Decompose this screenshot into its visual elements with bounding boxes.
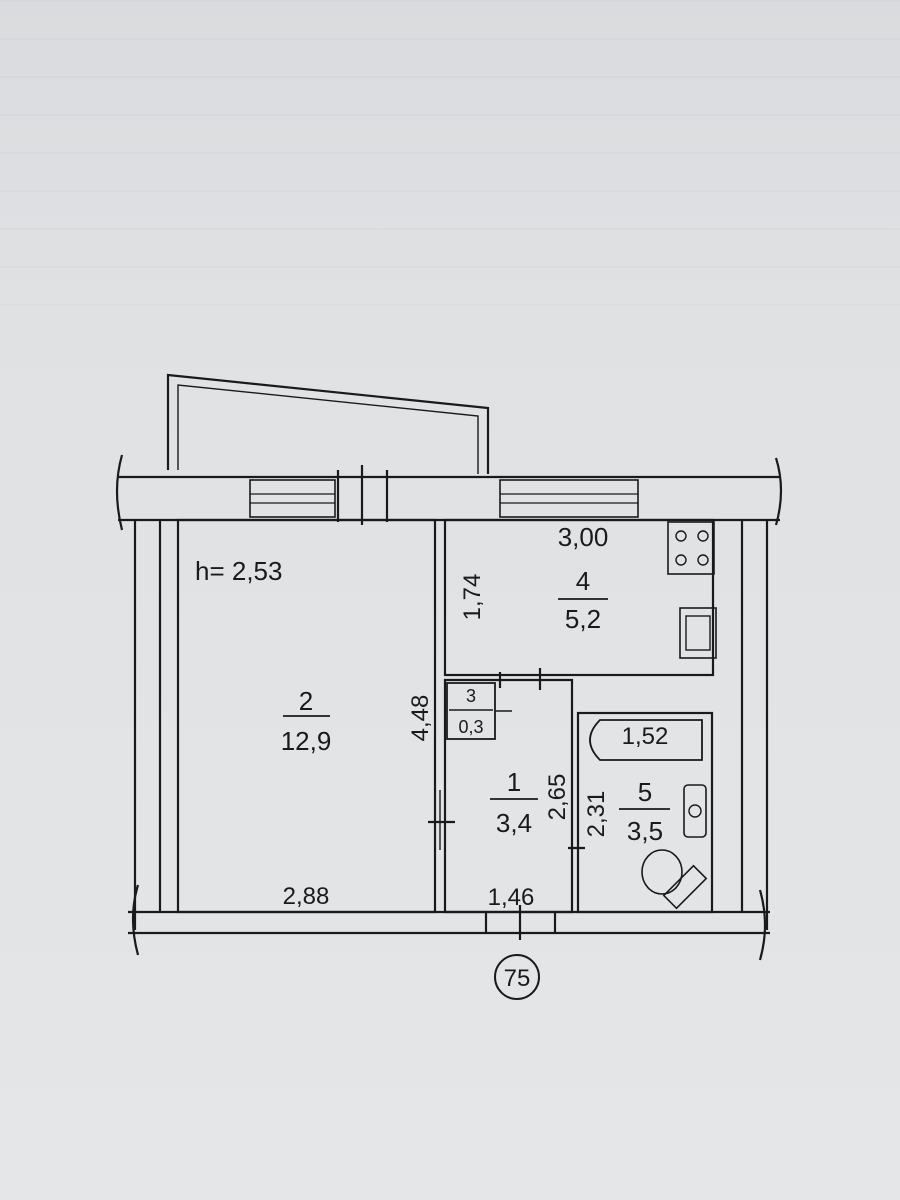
room-2-area: 12,9 [281,726,332,756]
room-2-width: 2,88 [283,883,330,910]
balcony [166,373,490,474]
room-5-outline [576,711,714,914]
room-5-area: 3,5 [627,816,663,846]
room-2-number: 2 [299,686,313,716]
stove-icon [667,521,715,575]
room-2-outline [176,518,437,914]
window-room2 [249,479,336,518]
room-4-number: 4 [576,566,590,596]
hall-length: 2,65 [544,774,571,821]
kitchen-width: 3,00 [558,522,609,552]
bathtub [589,719,703,761]
apartment-number: 75 [504,965,531,992]
room-4-outline [443,518,715,677]
hall-width: 1,46 [488,884,535,911]
bath-length: 2,31 [583,791,610,838]
room-1-outline [443,678,574,914]
room-2-length: 4,48 [407,695,434,742]
bathtub-length: 1,52 [622,723,669,750]
room-1-number: 1 [507,767,521,797]
bath-sink-icon [683,784,707,838]
room-5-number: 5 [638,777,652,807]
toilet-icon [641,849,708,910]
room-4-area: 5,2 [565,604,601,634]
room-3-number: 3 [466,686,476,706]
room-1-area: 3,4 [496,808,532,838]
ceiling-height: h= 2,53 [195,556,282,586]
room-3-area: 0,3 [458,717,483,737]
kitchen-depth: 1,74 [459,574,486,621]
faded-header-text [0,0,900,340]
apartment-number-circle [494,954,540,1000]
balcony-door [336,465,389,525]
window-kitchen [499,479,639,518]
kitchen-sink-icon [679,607,717,659]
